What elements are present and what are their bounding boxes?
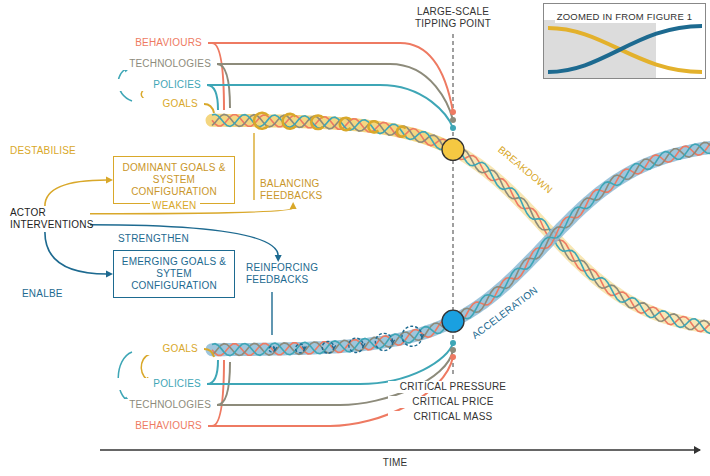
annotation-label: TECHNOLOGIES: [113, 58, 213, 70]
reinforcing-arrow: [361, 343, 365, 346]
strand-dot: [450, 117, 456, 123]
strand-dot: [450, 340, 456, 346]
reinforcing-loop: [322, 341, 334, 353]
annotation-label: CRITICAL PRESSURE: [388, 381, 518, 393]
inset-curve: [548, 26, 702, 72]
annotation-label: BREAKDOWN: [489, 138, 561, 201]
node-text: EMERGING GOALS & SYTEM CONFIGURATION: [119, 256, 229, 292]
annotation-label: CRITICAL MASS: [388, 411, 518, 423]
band-strand: [212, 141, 710, 355]
text-node: REINFORCING FEEDBACKS: [244, 262, 320, 286]
reinforcing-arrow: [391, 340, 395, 343]
band-strand: [212, 144, 710, 356]
annotation-label: LARGE-SCALE TIPPING POINT: [397, 6, 509, 30]
balancing-loop: [397, 127, 406, 137]
connector-line: [45, 232, 107, 274]
node-text: REINFORCING FEEDBACKS: [246, 262, 318, 286]
node-text: BALANCING FEEDBACKS: [260, 178, 334, 202]
time-axis: [100, 449, 700, 450]
band-strand: [212, 142, 710, 355]
connector: [45, 232, 113, 278]
loop-arrow: [118, 352, 132, 402]
balancing-loop: [368, 121, 378, 132]
strand-dot: [450, 347, 456, 353]
reinforcing-arrow: [273, 347, 277, 350]
reinforcing-loop: [402, 326, 422, 346]
process-box: EMERGING GOALS & SYTEM CONFIGURATION: [113, 250, 235, 298]
edge-label: ENALBE: [20, 288, 70, 300]
strand-line: [207, 85, 218, 110]
annotation-label: TECHNOLOGIES: [113, 399, 213, 411]
strand-line: [204, 349, 214, 357]
arrow-head: [106, 177, 113, 184]
band-strand: [212, 114, 710, 333]
strand-line: [204, 104, 214, 113]
balancing-loop: [340, 118, 351, 130]
node-text: ACTOR INTERVENTIONS: [10, 207, 88, 231]
annotation-label: POLICIES: [113, 79, 203, 91]
arrow-head: [106, 271, 113, 278]
reinforcing-arrow: [420, 334, 424, 337]
strand-dot: [450, 125, 456, 131]
inset-box: ZOOMED IN FROM FIGURE 1: [543, 3, 706, 79]
tipping-circle: [442, 310, 464, 332]
tipping-circle: [442, 138, 464, 160]
text-node: BALANCING FEEDBACKS: [258, 178, 336, 202]
band-strand: [212, 114, 710, 329]
strand-dot: [450, 354, 456, 360]
balancing-loop: [311, 115, 323, 129]
balancing-loop: [254, 113, 268, 129]
reinforcing-loop: [349, 338, 363, 352]
text-node: ACTOR INTERVENTIONS: [8, 206, 90, 232]
annotation-label: BEHAVIOURS: [114, 37, 204, 49]
annotation-label: GOALS: [140, 98, 200, 110]
reinforcing-loop: [375, 333, 392, 350]
leader-line: [271, 292, 272, 335]
node-text: DOMINANT GOALS & SYSTEM CONFIGURATION: [119, 162, 229, 198]
connector: [45, 177, 113, 207]
edge-label: WEAKEN: [150, 200, 200, 212]
strand-line: [208, 43, 453, 112]
arrow-head: [290, 202, 297, 209]
reinforcing-arrow: [332, 345, 336, 348]
strand-line: [207, 360, 218, 384]
arrow-head: [275, 255, 282, 262]
strand-dot: [450, 109, 456, 115]
annotation-label: POLICIES: [113, 378, 203, 390]
balancing-loop: [283, 114, 296, 129]
strand-line: [207, 85, 453, 128]
strand-line: [207, 343, 453, 384]
bracket-line: [253, 133, 254, 200]
edge-label: STRENGTHEN: [116, 233, 188, 245]
connector-line: [45, 180, 107, 206]
annotation-label: BEHAVIOURS: [114, 420, 204, 432]
edge-label: DESTABILISE: [8, 145, 80, 157]
annotation-label: TIME: [365, 457, 425, 469]
annotation-label: CRITICAL PRICE: [388, 396, 518, 408]
process-box: DOMINANT GOALS & SYSTEM CONFIGURATION: [113, 156, 235, 204]
node-text: ZOOMED IN FROM FIGURE 1: [555, 11, 695, 23]
inset-curve: [548, 28, 702, 72]
reinforcing-arrow: [302, 346, 306, 349]
dominant-band: [212, 120, 452, 149]
annotation-label: GOALS: [140, 343, 200, 355]
